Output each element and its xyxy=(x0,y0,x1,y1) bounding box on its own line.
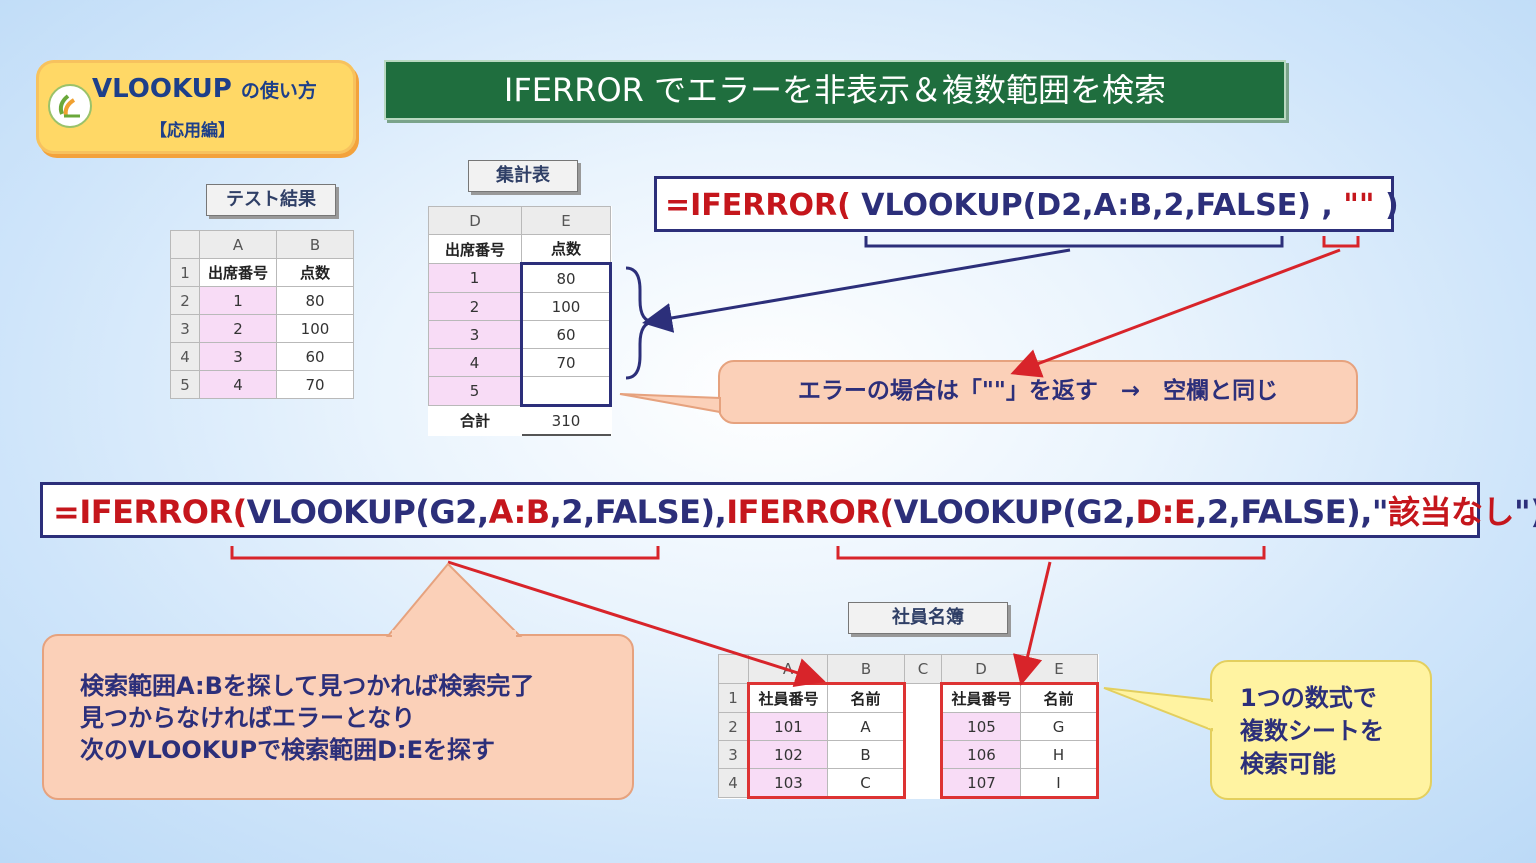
table-row: 5 4 70 xyxy=(170,370,354,399)
table-row: 2 101 A 105 G xyxy=(718,712,1099,741)
col-header: B xyxy=(276,230,354,259)
col-header: D xyxy=(428,206,522,235)
brace-first-vlookup xyxy=(230,546,660,560)
callout3-pointer-join xyxy=(1208,702,1216,728)
table-row: 3 60 xyxy=(428,320,612,349)
table-row: 4 70 xyxy=(428,348,612,377)
table-row: 4 103 C 107 I xyxy=(718,768,1099,799)
callout2-pointer-join xyxy=(392,630,516,640)
table-row: 2 1 80 xyxy=(170,286,354,315)
table-row: 4 3 60 xyxy=(170,342,354,371)
test-result-label: テスト結果 xyxy=(206,184,336,216)
table-row: 2 100 xyxy=(428,292,612,321)
callout1-pointer xyxy=(619,393,721,414)
corner-cell xyxy=(170,230,200,259)
badge-subtitle: 【応用編】 xyxy=(150,121,235,141)
formula-iferror-single: =IFERROR( VLOOKUP(D2,A:B,2,FALSE) , "" ) xyxy=(654,176,1399,232)
col-header: C xyxy=(904,654,942,684)
arrow-vlookup-to-summary xyxy=(642,248,1071,333)
table-row: 3 102 B 106 H xyxy=(718,740,1099,769)
arrow-to-range-de xyxy=(1012,561,1052,686)
brace-vlookup xyxy=(864,236,1284,248)
table-row: 1 80 xyxy=(428,262,612,293)
test-result-table: A B 1 出席番号 点数 2 1 80 3 2 100 4 3 60 5 4 … xyxy=(170,230,354,399)
arrow-empty-to-callout xyxy=(1010,248,1341,378)
brace-second-vlookup xyxy=(836,546,1266,560)
badge-title: VLOOKUP の使い方 xyxy=(92,74,317,104)
logo-icon xyxy=(48,84,92,128)
arrow-to-range-ab xyxy=(447,560,826,688)
col-header: B xyxy=(827,654,905,684)
employee-list-label: 社員名簿 xyxy=(848,602,1008,634)
callout2-pointer xyxy=(385,562,523,637)
callout3-pointer xyxy=(1103,687,1213,732)
summary-label: 集計表 xyxy=(468,160,578,192)
total-row: 合計 310 xyxy=(429,405,611,436)
col-header: A xyxy=(199,230,277,259)
col-header: E xyxy=(521,206,611,235)
formula-iferror-nested: =IFERROR(VLOOKUP(G2,A:B,2,FALSE),IFERROR… xyxy=(40,482,1536,538)
summary-table: D E 出席番号 点数 1 80 2 100 3 60 4 70 5 合計 31… xyxy=(428,206,612,436)
callout-nested-explanation: 検索範囲A:Bを探して見つかれば検索完了 見つからなければエラーとなり 次のVL… xyxy=(42,634,634,800)
table-row: 1 社員番号 名前 社員番号 名前 xyxy=(718,682,1099,713)
corner-cell xyxy=(718,654,749,684)
table-row: 3 2 100 xyxy=(170,314,354,343)
table-row: 5 xyxy=(428,376,612,407)
page-title: IFERROR でエラーを非表示＆複数範囲を検索 xyxy=(384,60,1286,120)
col-header: D xyxy=(941,654,1021,684)
brace-empty-value xyxy=(1322,236,1360,248)
